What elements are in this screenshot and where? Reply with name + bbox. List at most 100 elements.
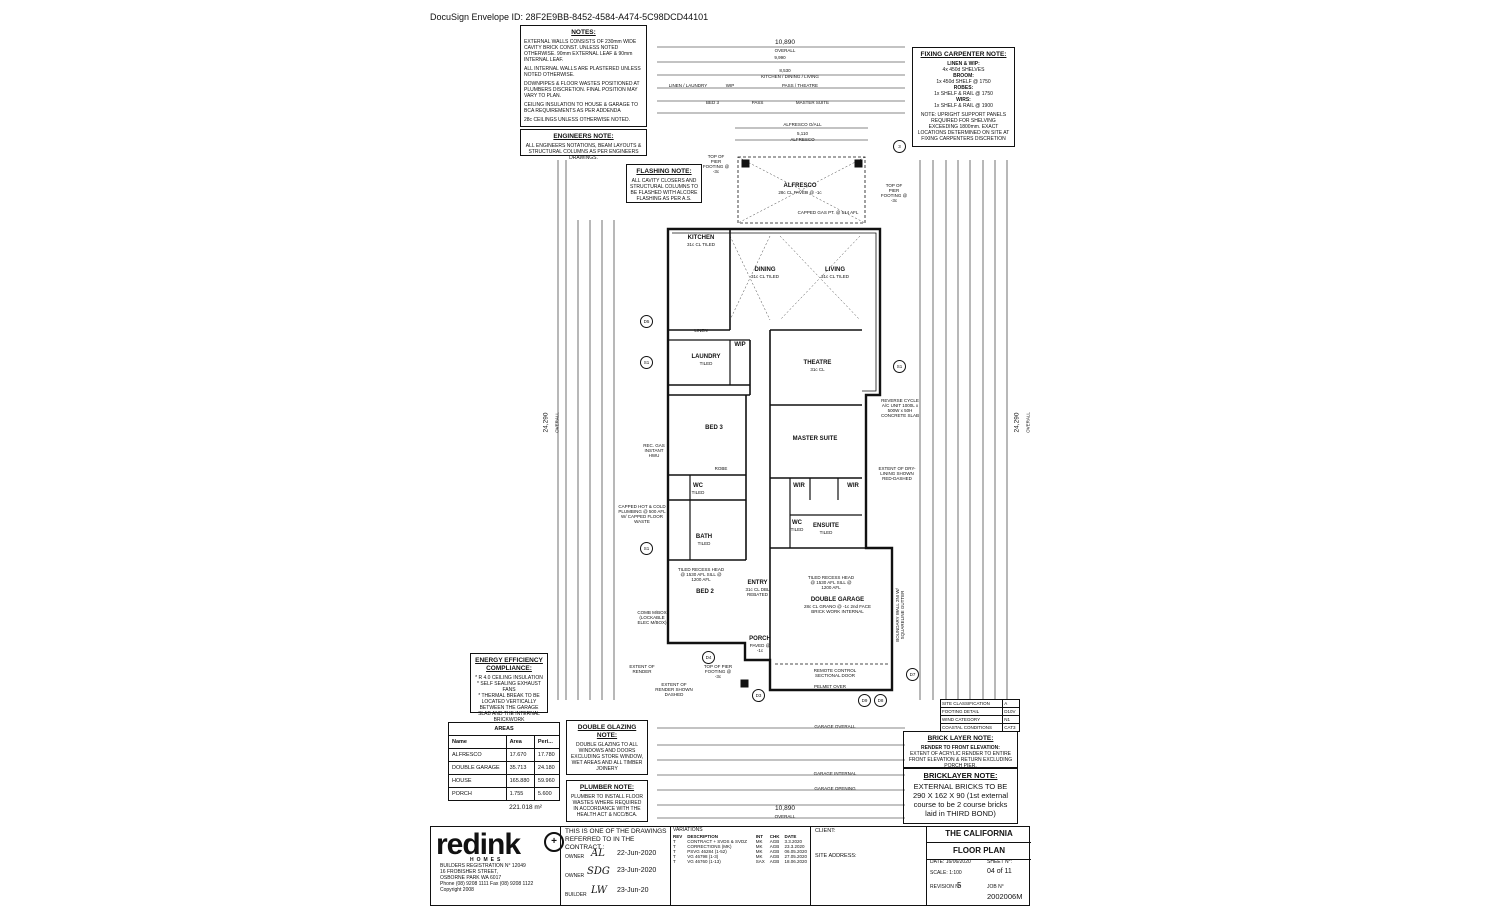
room-bed3: BED 3 bbox=[705, 425, 723, 431]
var-cell: VG 46798 (1-3) bbox=[687, 854, 719, 859]
table-row: ALFRESCO 17.670 17.780 bbox=[448, 748, 561, 762]
tiled-recess-label: TILED RECESS HEAD @ 1530 AFL SILL @ 1200… bbox=[807, 575, 855, 590]
fixing-carpenter-note: FIXING CARPENTER NOTE: LINEN & WIP: 4x 4… bbox=[912, 47, 1015, 147]
section-tag: S1 bbox=[893, 360, 906, 373]
sheet-label: SHEET N°: bbox=[987, 859, 1012, 865]
section-tag: D8 bbox=[874, 694, 887, 707]
room-master-suite: MASTER SUITE bbox=[792, 436, 838, 442]
flashing-title: FLASHING NOTE: bbox=[636, 168, 692, 175]
tiled-recess-label: TILED RECESS HEAD @ 1530 AFL SILL @ 1200… bbox=[677, 567, 725, 582]
var-cell: AGB bbox=[769, 859, 780, 864]
alfresco-oall-label: ALFRESCO O/ALL bbox=[783, 122, 822, 127]
builder-registration: BUILDERS REGISTRATION N° 12049 bbox=[440, 863, 526, 869]
pier-footing bbox=[741, 159, 750, 168]
var-cell: 18.06.2020 bbox=[784, 859, 807, 864]
bricklayer-text: EXTERNAL BRICKS TO BE 290 X 162 X 90 (1s… bbox=[912, 782, 1009, 818]
fixing-line: 1x 450d SHELF @ 1750 bbox=[936, 79, 991, 85]
right-overall-dim: 24,290 bbox=[1013, 412, 1021, 433]
var-cell: AGB bbox=[769, 849, 780, 854]
contract-text: THIS IS ONE OF THE DRAWINGS REFERRED TO … bbox=[565, 828, 667, 851]
bulkhead-dashed bbox=[779, 235, 861, 321]
revision-label: REVISION N° bbox=[930, 884, 961, 890]
top-pier-footing-label: TOP OF PIER FOOTING @ -3c bbox=[703, 664, 733, 679]
fixing-line: BROOM: bbox=[953, 73, 974, 79]
house-outer-wall bbox=[666, 227, 894, 692]
fixing-line: ROBES: bbox=[953, 85, 974, 91]
brick-layer-note: BRICK LAYER NOTE: RENDER TO FRONT ELEVAT… bbox=[903, 731, 1018, 769]
notes-title: NOTES: bbox=[571, 29, 596, 36]
variations-section: VARIATIONS REV DESCRIPTION INT CHK DATE … bbox=[670, 826, 811, 906]
bricklayer-title: BRICKLAYER NOTE: bbox=[923, 771, 998, 780]
fixing-line: WIRS: bbox=[956, 97, 971, 103]
room-wir-2: WIR bbox=[847, 483, 859, 489]
left-overall-label: OVERALL bbox=[554, 412, 560, 433]
room-bed2: BED 2 bbox=[696, 589, 714, 595]
garage-opening-label: GARAGE OPENING bbox=[814, 786, 856, 791]
logo-sub: HOMES bbox=[470, 857, 504, 863]
capped-plumbing-label: CAPPED HOT & COLD PLUMBING @ 500 AFL W/ … bbox=[618, 504, 666, 524]
bulkhead-dashed bbox=[729, 235, 771, 321]
bottom-overall-dim: 10,890 bbox=[775, 805, 795, 812]
fixing-note-text: NOTE: UPRIGHT SUPPORT PANELS REQUIRED FO… bbox=[917, 112, 1010, 142]
table-row: T PSVG 46284 (1-52) MK AGB 06.05.2020 bbox=[671, 849, 811, 854]
bulkhead-dashed bbox=[729, 235, 771, 321]
date-label: DATE: bbox=[930, 859, 945, 865]
builder-date: 23-Jun-20 bbox=[617, 887, 649, 894]
garage-internal-label: GARAGE INTERNAL bbox=[813, 771, 857, 776]
section-tag: S1 bbox=[640, 542, 653, 555]
brick-layer-text: EXTENT OF ACRYLIC RENDER TO ENTIRE FRONT… bbox=[908, 751, 1013, 769]
energy-line: * R 4.0 CEILING INSULATION bbox=[475, 675, 543, 681]
copyright: Copyright 2008 bbox=[440, 887, 474, 893]
var-cell: PSVG 46284 (1-52) bbox=[687, 849, 727, 854]
engineers-note: ENGINEERS NOTE: ALL ENGINEERS NOTATIONS,… bbox=[520, 129, 647, 161]
top-pt-label: PASS / THEATRE bbox=[781, 83, 818, 88]
double-glazing-title: DOUBLE GLAZING NOTE: bbox=[577, 724, 637, 739]
plumber-title: PLUMBER NOTE: bbox=[579, 784, 635, 791]
top-pier-footing-label: TOP OF PIER FOOTING @ -3c bbox=[880, 183, 908, 203]
job-number: 2002006M bbox=[987, 892, 1023, 901]
notes-line: 28c CEILINGS UNLESS OTHERWISE NOTED. bbox=[524, 117, 631, 123]
site-key: FOOTING DETAIL bbox=[941, 707, 1003, 716]
company-address: OSBORNE PARK WA 6017 bbox=[440, 875, 502, 881]
var-cell: AGB bbox=[769, 844, 780, 849]
pier-footing bbox=[854, 159, 863, 168]
extent-render-label: EXTENT OF RENDER bbox=[629, 664, 655, 674]
brick-layer-title: BRICK LAYER NOTE: bbox=[927, 735, 994, 742]
boundary-wall-label: BOUNDARY WALL 2NI W/ SQUARELINE GUTTER bbox=[895, 588, 905, 642]
top-overall-label: OVERALL bbox=[774, 48, 796, 53]
company-details: BUILDERS REGISTRATION N° 12049 16 FROBIS… bbox=[440, 863, 533, 893]
var-cell: CONTRACT + SVDS & SVDZ bbox=[687, 839, 748, 844]
var-cell: MK bbox=[755, 849, 763, 854]
section-tag: D7 bbox=[906, 668, 919, 681]
reverse-cycle-label: REVERSE CYCLE A/C UNIT 1000L x 500W x 50… bbox=[880, 398, 919, 418]
plumber-text: PLUMBER TO INSTALL FLOOR WASTES WHERE RE… bbox=[570, 794, 644, 818]
sheet-value: 04 bbox=[987, 868, 995, 875]
var-cell: T bbox=[673, 839, 676, 844]
docusign-envelope-id: DocuSign Envelope ID: 28F2E9BB-8452-4584… bbox=[430, 12, 709, 22]
section-tag: S1 bbox=[640, 356, 653, 369]
title-block bbox=[430, 826, 1030, 906]
company-address: 16 FROBISHER STREET, bbox=[440, 869, 499, 875]
section-tag: D5 bbox=[640, 315, 653, 328]
var-cell: AGB bbox=[769, 854, 780, 859]
var-cell: T bbox=[673, 859, 676, 864]
room-linen: LINEN bbox=[694, 328, 708, 333]
top-kdl-label: KITCHEN / DINING / LIVING bbox=[761, 74, 819, 79]
site-address-label: SITE ADDRESS: bbox=[815, 853, 857, 859]
var-cell: 06.05.2020 bbox=[784, 849, 807, 854]
sheet-total: 11 bbox=[1004, 868, 1012, 875]
scale-label: SCALE: bbox=[930, 870, 948, 876]
var-cell: T bbox=[673, 849, 676, 854]
area-name: PORCH bbox=[448, 787, 507, 801]
